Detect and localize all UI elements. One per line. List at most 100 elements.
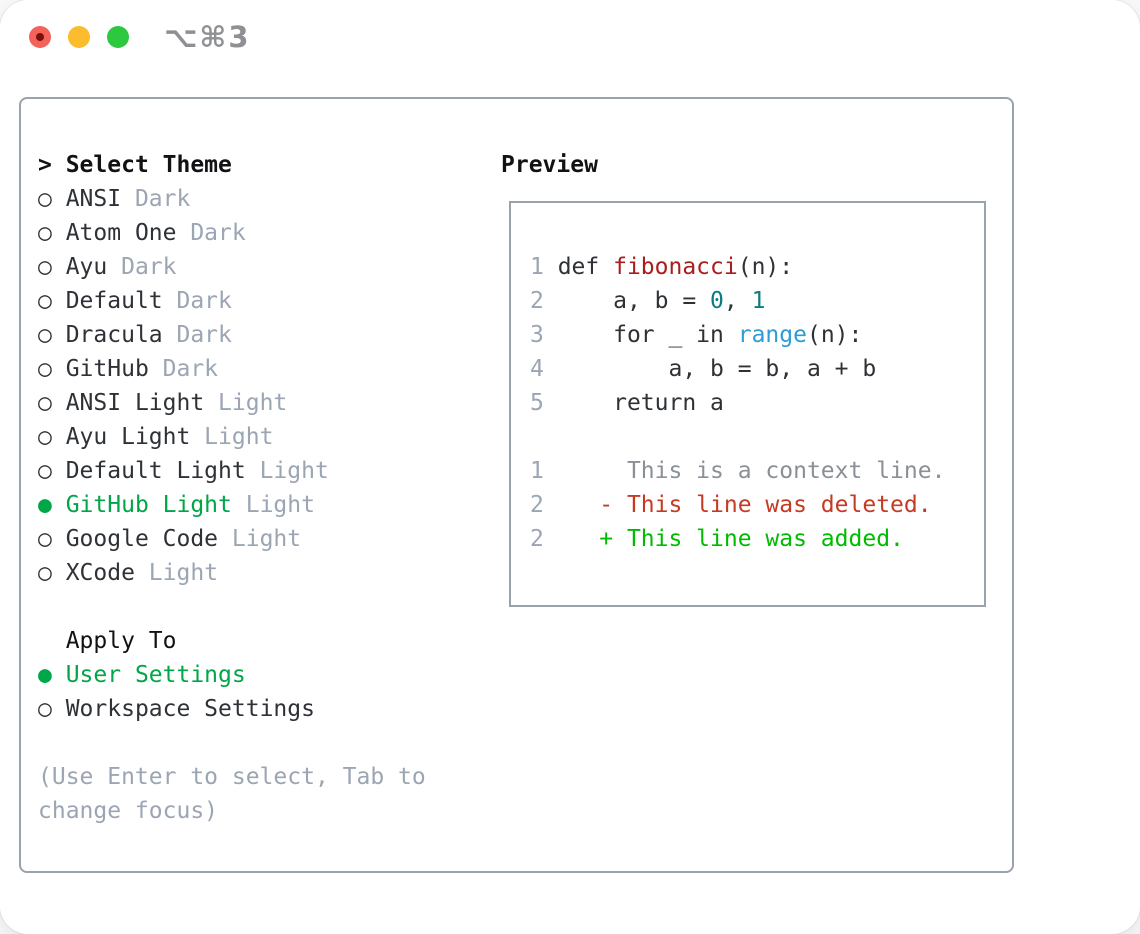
theme-variant-tag: Dark xyxy=(162,322,232,348)
code-segment-code: return a xyxy=(557,390,724,416)
preview-line: 5 return a xyxy=(530,386,945,420)
theme-item[interactable]: ○ Default Dark xyxy=(38,284,426,318)
radio-unselected-icon: ○ xyxy=(38,424,66,450)
radio-unselected-icon: ○ xyxy=(38,526,66,552)
radio-selected-icon: ● xyxy=(38,662,66,688)
theme-name: Ayu Light xyxy=(65,424,191,450)
apply-to-options: ● User Settings○ Workspace Settings xyxy=(38,658,426,726)
code-segment-fn: fibonacci xyxy=(613,254,738,280)
theme-name: GitHub xyxy=(65,356,149,382)
code-segment-add: + This line was added. xyxy=(599,526,904,552)
theme-item[interactable]: ○ Google Code Light xyxy=(38,522,426,556)
theme-item[interactable]: ○ ANSI Dark xyxy=(38,182,426,216)
theme-options: ○ ANSI Dark○ Atom One Dark○ Ayu Dark○ De… xyxy=(38,182,426,590)
code-segment-code xyxy=(544,526,599,552)
select-theme-header: > Select Theme xyxy=(38,148,426,182)
radio-unselected-icon: ○ xyxy=(38,390,66,416)
theme-name: GitHub Light xyxy=(65,492,232,518)
theme-variant-tag: Light xyxy=(134,560,219,586)
radio-unselected-icon: ○ xyxy=(38,356,66,382)
code-segment-del: - This line was deleted. xyxy=(599,492,932,518)
theme-variant-tag: Light xyxy=(204,390,288,416)
theme-name: Dracula xyxy=(65,322,163,348)
theme-item[interactable]: ○ GitHub Dark xyxy=(38,352,426,386)
theme-name: Default xyxy=(65,288,163,314)
preview-line: 4 a, b = b, a + b xyxy=(530,352,945,386)
radio-unselected-icon: ○ xyxy=(38,696,66,722)
radio-unselected-icon: ○ xyxy=(38,322,66,348)
code-segment-code: , xyxy=(723,288,752,314)
code-segment-code: a, b = xyxy=(557,288,711,314)
theme-item[interactable]: ○ Dracula Dark xyxy=(38,318,426,352)
theme-variant-tag: Dark xyxy=(176,220,246,246)
code-segment-num: 1 xyxy=(751,288,766,314)
radio-unselected-icon: ○ xyxy=(38,288,66,314)
window-title: ⌥⌘3 xyxy=(164,20,251,54)
preview-title: Preview xyxy=(501,152,598,178)
radio-unselected-icon: ○ xyxy=(38,458,66,484)
theme-variant-tag: Light xyxy=(190,424,274,450)
theme-name: XCode xyxy=(65,560,135,586)
code-segment-ln: 2 xyxy=(530,288,558,314)
theme-selector: > Select Theme ○ ANSI Dark○ Atom One Dar… xyxy=(38,148,426,828)
theme-name: Google Code xyxy=(65,526,219,552)
theme-item[interactable]: ○ XCode Light xyxy=(38,556,426,590)
spacer-row xyxy=(38,726,426,760)
code-segment-bi: range xyxy=(737,322,807,348)
apply-to-name: Workspace Settings xyxy=(65,696,315,722)
theme-name: Default Light xyxy=(65,458,246,484)
code-segment-code xyxy=(544,492,599,518)
apply-to-item[interactable]: ○ Workspace Settings xyxy=(38,692,426,726)
theme-variant-tag: Light xyxy=(231,492,315,518)
radio-unselected-icon: ○ xyxy=(38,254,66,280)
radio-selected-icon: ● xyxy=(38,492,66,518)
theme-item[interactable]: ○ Ayu Light Light xyxy=(38,420,426,454)
theme-variant-tag: Dark xyxy=(107,254,177,280)
theme-name: Ayu xyxy=(65,254,108,280)
apply-to-header: Apply To xyxy=(65,628,177,654)
theme-item[interactable]: ○ Atom One Dark xyxy=(38,216,426,250)
select-theme-label: Select Theme xyxy=(65,152,232,178)
code-segment-ln: 4 xyxy=(530,356,558,382)
preview-line: 2 + This line was added. xyxy=(530,522,945,556)
code-segment-ln: 5 xyxy=(530,390,558,416)
theme-item[interactable]: ○ ANSI Light Light xyxy=(38,386,426,420)
spacer-row xyxy=(38,590,426,624)
preview-line: 2 a, b = 0, 1 xyxy=(530,284,945,318)
close-button[interactable] xyxy=(29,26,51,48)
code-segment-code: (n): xyxy=(806,322,863,348)
code-segment-ln: 3 xyxy=(530,322,558,348)
theme-variant-tag: Dark xyxy=(162,288,232,314)
preview-line: 3 for _ in range(n): xyxy=(530,318,945,352)
apply-to-item[interactable]: ● User Settings xyxy=(38,658,426,692)
radio-unselected-icon: ○ xyxy=(38,560,66,586)
hint-line-1: (Use Enter to select, Tab to xyxy=(38,764,426,790)
theme-item[interactable]: ● GitHub Light Light xyxy=(38,488,426,522)
zoom-button[interactable] xyxy=(107,26,129,48)
code-segment-ln: 1 xyxy=(530,458,544,484)
theme-variant-tag: Light xyxy=(245,458,329,484)
code-segment-code: a, b = b, a + b xyxy=(557,356,877,382)
code-segment-ln: 2 xyxy=(530,526,544,552)
selector-caret-icon: > xyxy=(38,152,66,178)
theme-variant-tag: Dark xyxy=(148,356,219,382)
preview-line: 2 - This line was deleted. xyxy=(530,488,945,522)
code-segment-code: for _ in xyxy=(557,322,738,348)
theme-variant-tag: Dark xyxy=(121,186,191,212)
minimize-button[interactable] xyxy=(68,26,90,48)
theme-variant-tag: Light xyxy=(218,526,302,552)
code-segment-ln: 2 xyxy=(530,492,544,518)
radio-unselected-icon: ○ xyxy=(38,220,66,246)
theme-item[interactable]: ○ Ayu Dark xyxy=(38,250,426,284)
apply-to-name: User Settings xyxy=(65,662,246,688)
theme-name: ANSI xyxy=(65,186,122,212)
theme-item[interactable]: ○ Default Light Light xyxy=(38,454,426,488)
preview-line: 1 def fibonacci(n): xyxy=(530,250,945,284)
preview-line xyxy=(530,420,945,454)
code-segment-ln: 1 xyxy=(530,254,558,280)
theme-name: Atom One xyxy=(65,220,177,246)
hint-line-2: change focus) xyxy=(38,798,219,824)
code-segment-code: (n): xyxy=(737,254,794,280)
